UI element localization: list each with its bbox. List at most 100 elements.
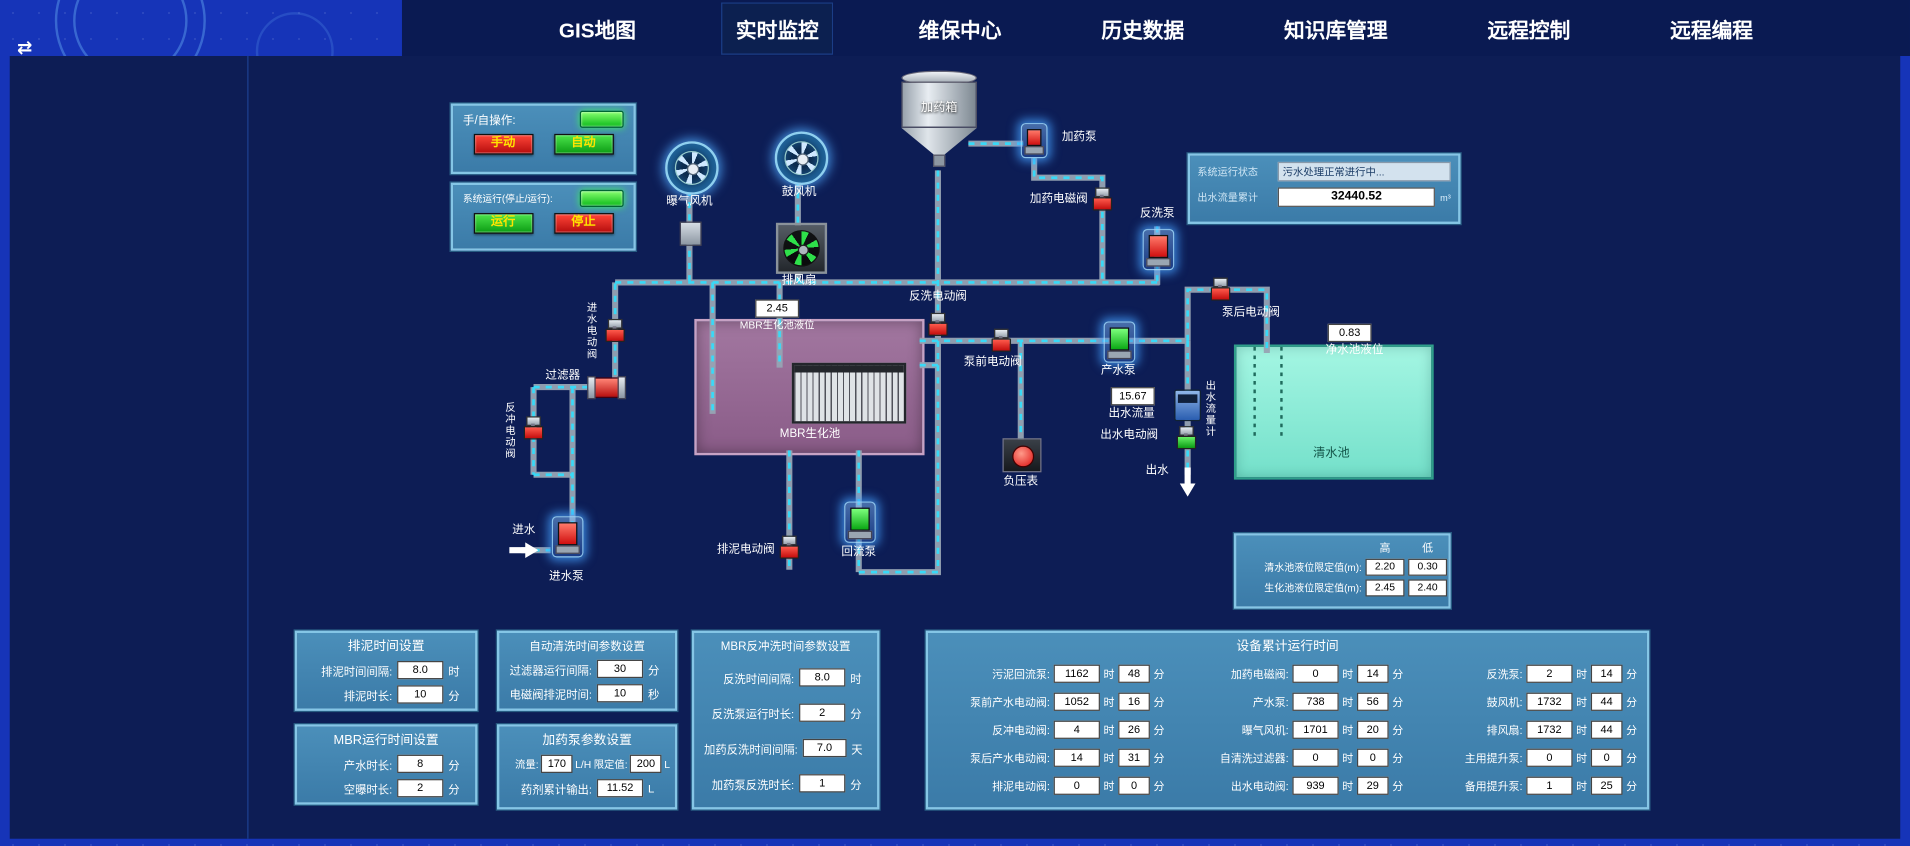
filter-interval-input[interactable]: 30 [596,659,644,679]
product-pump-icon[interactable] [1103,321,1136,363]
tab-realtime-monitor[interactable]: 实时监控 [721,1,834,55]
runtime-hours: 939 [1292,776,1339,795]
product-pump-label: 产水泵 [1100,363,1136,378]
stop-button[interactable]: 停止 [553,213,614,234]
mbr-limit-low-input[interactable]: 2.40 [1408,579,1448,597]
limit-high-header: 高 [1379,541,1391,554]
runtime-mins: 14 [1356,664,1389,683]
runtime-label: 曝气风机: [1241,724,1289,737]
dosing-solenoid-valve-icon[interactable] [1092,187,1113,211]
equipment-runtime-panel: 设备累计运行时间 污泥回流泵: 1162 时 48 分 泵前产水电动阀: 105… [925,630,1650,810]
solenoid-sludge-input[interactable]: 10 [596,684,644,703]
runtime-mins: 48 [1118,664,1150,683]
blower-icon[interactable] [774,131,829,186]
runtime-row: 泵后产水电动阀: 14 时 31 分 [933,748,1165,767]
dosing-limit-input[interactable]: 200 [630,754,662,773]
tab-history-data[interactable]: 历史数据 [1101,18,1185,42]
dosing-pump-panel: 加药泵参数设置 流量: 170 L/H 限定值: 200 L 药剂累计输出: 1… [496,724,678,810]
mbr-limit-high-input[interactable]: 2.45 [1365,579,1405,597]
inlet-pump-icon[interactable] [551,516,584,558]
chem-backwash-interval-unit: 天 [851,743,863,756]
product-duration-input[interactable]: 8 [397,754,444,773]
clean-tank-limit-low-input[interactable]: 0.30 [1408,558,1448,576]
chem-backwash-duration-input[interactable]: 1 [799,774,846,793]
runtime-hours: 0 [1526,748,1573,767]
clean-tank-limit-high-input[interactable]: 2.20 [1365,558,1405,576]
runtime-label: 自清洗过滤器: [1219,752,1289,765]
runtime-row: 主用提升泵: 0 时 0 分 [1408,748,1637,767]
backwash-pump-icon[interactable] [1142,228,1175,271]
mbr-run-title: MBR运行时间设置 [333,732,439,748]
outlet-valve-label: 出水电动阀 [1100,428,1159,442]
flow-total-value: 32440.52 [1277,187,1436,207]
blower-label: 鼓风机 [781,185,817,199]
minute-unit: 分 [1392,696,1404,709]
inlet-valve-icon[interactable] [605,318,625,343]
sludge-valve-icon[interactable] [779,535,800,559]
postpump-valve-icon[interactable] [1210,277,1231,301]
runtime-hours: 1732 [1526,720,1573,739]
hour-unit: 时 [1342,696,1354,709]
auto-clean-panel: 自动清洗时间参数设置 过滤器运行间隔: 30 分 电磁阀排泥时间: 10 秒 [496,630,678,711]
product-duration-label: 产水时长: [343,758,393,772]
minute-unit: 分 [1392,724,1404,737]
runtime-row: 备用提升泵: 1 时 25 分 [1408,776,1637,795]
tab-knowledge-base[interactable]: 知识库管理 [1284,18,1388,42]
backwash-duration-input[interactable]: 2 [799,703,846,722]
solenoid-sludge-unit: 秒 [648,688,660,701]
minute-unit: 分 [1626,668,1638,681]
sidebar-toggle-icon[interactable]: ⇄ [17,37,33,59]
mbr-level-label: MBR生化池液位 [739,318,815,332]
backflush-valve-icon[interactable] [523,416,544,440]
recirculation-pump-icon[interactable] [844,501,876,543]
sludge-interval-input[interactable]: 8.0 [397,660,444,680]
vacuum-gauge-icon[interactable] [1002,438,1042,473]
run-button[interactable]: 运行 [473,213,533,234]
runtime-mins: 44 [1590,720,1623,739]
hour-unit: 时 [1342,780,1354,793]
clean-tank [1233,344,1434,480]
equipment-runtime-title: 设备累计运行时间 [1236,639,1339,654]
prepump-valve-icon[interactable] [991,328,1012,352]
tab-remote-programming[interactable]: 远程编程 [1670,18,1754,42]
sludge-duration-input[interactable]: 10 [397,685,444,704]
runtime-mins: 56 [1356,692,1389,711]
chem-backwash-interval-label: 加药反洗时间间隔: [704,743,798,756]
system-state-value: 污水处理正常进行中... [1277,161,1451,182]
limit-low-header: 低 [1422,541,1434,554]
clean-level-value: 0.83 [1327,323,1372,343]
exhaust-fan-icon[interactable] [775,222,828,274]
recirculation-pump-label: 回流泵 [841,545,877,559]
minute-unit: 分 [1392,780,1404,793]
backwash-interval-label: 反洗时间间隔: [723,672,795,685]
backwash-interval-input[interactable]: 8.0 [799,668,846,687]
dosing-pump-icon[interactable] [1020,122,1048,159]
backwash-valve-label: 反洗电动阀 [908,289,967,304]
hour-unit: 时 [1342,724,1354,737]
air-line-device-icon [679,221,702,246]
runtime-column-3: 反洗泵: 2 时 14 分 鼓风机: 1732 时 44 分 排风扇: 1732… [1408,664,1638,795]
tab-maintenance-center[interactable]: 维保中心 [918,18,1002,42]
filter-icon[interactable] [587,376,627,400]
tab-gis-map[interactable]: GIS地图 [558,18,637,42]
outlet-valve-icon[interactable] [1176,426,1197,450]
runtime-hours: 2 [1526,664,1573,683]
manual-auto-panel: 手/自操作: 手动 自动 [450,103,636,175]
runtime-hours: 1732 [1526,692,1573,711]
outlet-flow-meter-icon[interactable] [1174,389,1202,422]
aeration-blower-icon[interactable] [665,141,719,195]
chem-backwash-interval-input[interactable]: 7.0 [802,738,847,758]
dosing-limit-label: 限定值: [593,757,628,770]
backwash-valve-icon[interactable] [928,312,948,336]
manual-button[interactable]: 手动 [473,133,533,155]
idle-aeration-input[interactable]: 2 [397,779,444,798]
system-state-label: 系统运行状态 [1197,165,1259,178]
auto-button[interactable]: 自动 [553,133,614,155]
dosing-flow-input[interactable]: 170 [541,754,573,773]
runtime-hours: 1701 [1292,720,1339,739]
hour-unit: 时 [1103,696,1115,709]
runtime-mins: 14 [1590,664,1623,683]
minute-unit: 分 [1626,696,1638,709]
outlet-label: 出水 [1145,463,1169,478]
tab-remote-control[interactable]: 远程控制 [1487,18,1571,42]
